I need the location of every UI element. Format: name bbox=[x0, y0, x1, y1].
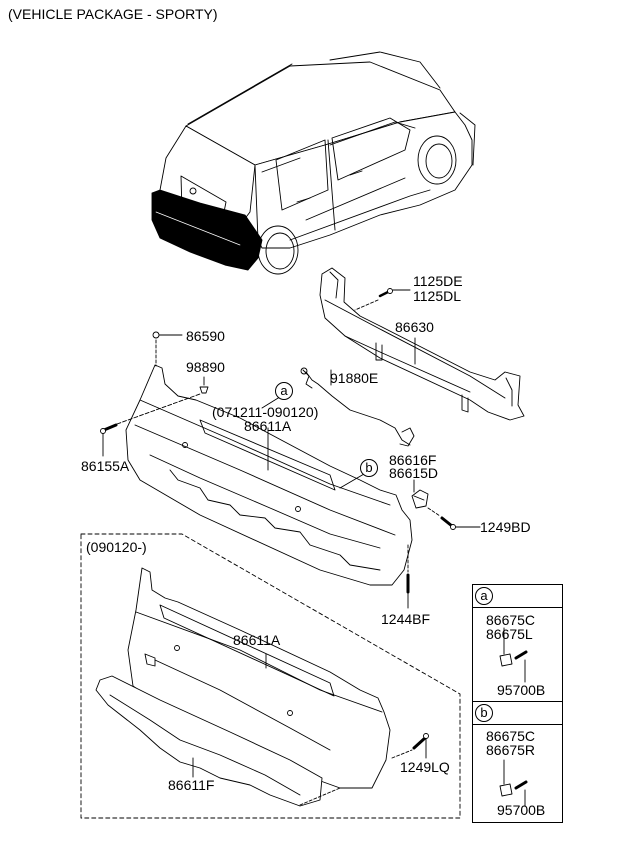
part-label-91880e: 91880E bbox=[330, 370, 379, 386]
variant-box-090120 bbox=[80, 533, 461, 819]
callout-a: a bbox=[275, 382, 293, 400]
part-label-86611a-upper: 86611A bbox=[244, 418, 292, 434]
rear-bumper-upper bbox=[100, 331, 413, 609]
legend-icons bbox=[499, 627, 528, 807]
part-label-86615d: 86615D bbox=[389, 465, 439, 481]
legend-divider bbox=[473, 701, 562, 702]
legend-section-a-header: a bbox=[473, 585, 562, 608]
part-label-86590: 86590 bbox=[186, 328, 225, 344]
part-label-1125dl: 1125DL bbox=[413, 288, 462, 304]
part-label-86611a-lower: 86611A bbox=[233, 632, 281, 648]
part-label-98890: 98890 bbox=[186, 359, 225, 375]
wiring-harness-91880e bbox=[300, 367, 415, 447]
legend-b-part-2: 86675R bbox=[486, 742, 536, 758]
legend-a-part-2: 86675L bbox=[486, 626, 533, 642]
legend-marker-b: b bbox=[475, 704, 493, 722]
production-range-new: (090120-) bbox=[86, 539, 147, 555]
legend-a-part-1: 86675C bbox=[486, 612, 536, 628]
part-label-86630: 86630 bbox=[395, 319, 434, 335]
legend-box: a 86675C 86675L 95700B b 86675C 86675R 9… bbox=[472, 584, 563, 823]
part-label-1125de: 1125DE bbox=[413, 273, 463, 289]
production-range-old: (071211-090120) bbox=[212, 404, 319, 420]
legend-section-b-header: b bbox=[473, 702, 562, 725]
part-label-1244bf: 1244BF bbox=[381, 611, 431, 627]
legend-b-part-3: 95700B bbox=[497, 802, 546, 818]
legend-a-part-3: 95700B bbox=[497, 682, 546, 698]
part-label-1249bd: 1249BD bbox=[480, 519, 531, 535]
diagram-title: (VEHICLE PACKAGE - SPORTY) bbox=[8, 6, 218, 22]
bumper-beam-86630 bbox=[319, 267, 525, 421]
side-bracket-86616f bbox=[411, 479, 481, 530]
part-label-1249lq: 1249LQ bbox=[400, 759, 450, 775]
vehicle-illustration bbox=[151, 51, 476, 275]
legend-marker-a: a bbox=[475, 587, 493, 605]
legend-b-part-1: 86675C bbox=[486, 728, 536, 744]
part-label-86616f: 86616F bbox=[389, 452, 437, 468]
callout-b: b bbox=[360, 459, 378, 477]
part-label-86155a: 86155A bbox=[81, 458, 130, 474]
rear-bumper-lower-variant bbox=[95, 567, 429, 807]
part-label-86611f: 86611F bbox=[168, 777, 215, 793]
